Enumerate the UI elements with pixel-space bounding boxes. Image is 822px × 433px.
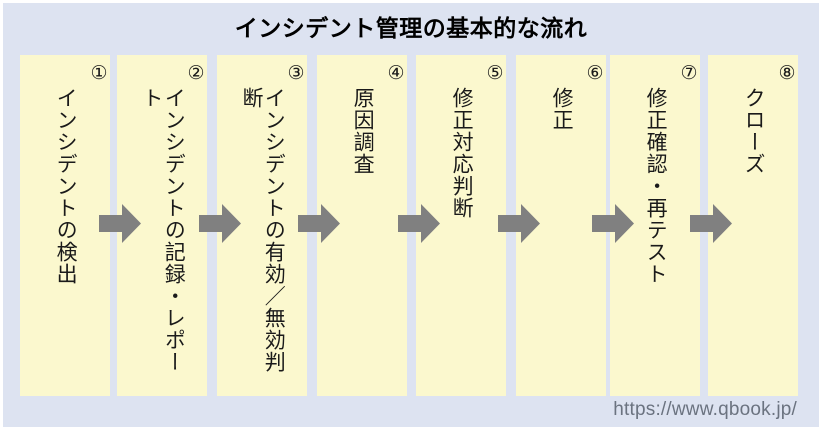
- step-label-1: インシデントの検出: [54, 87, 78, 285]
- steps-container: ① インシデントの検出 ② インシデントの記録・レポート ③ インシデントの有効…: [20, 55, 804, 396]
- step-label-4: 原因調査: [351, 87, 375, 175]
- step-label-wrap-1: インシデントの検出: [20, 87, 110, 387]
- step-label-5: 修正対応判断: [450, 87, 474, 219]
- step-label-wrap-5: 修正対応判断: [416, 87, 506, 387]
- step-label-6: 修正: [550, 87, 574, 131]
- step-label-wrap-8: クローズ: [708, 87, 798, 387]
- step-box-1[interactable]: ① インシデントの検出: [20, 55, 110, 396]
- step-label-7: 修正確認・再テスト: [644, 87, 668, 285]
- arrow-right-icon-1: [99, 204, 141, 243]
- arrow-right-icon-5: [498, 204, 540, 243]
- step-number-1: ①: [88, 62, 109, 84]
- step-label-2: インシデントの記録・レポート: [140, 87, 186, 373]
- step-label-wrap-4: 原因調査: [317, 87, 407, 387]
- arrow-right-icon-7: [690, 204, 732, 243]
- step-number-6: ⑥: [584, 62, 605, 84]
- step-number-3: ③: [285, 62, 306, 84]
- step-number-2: ②: [185, 62, 206, 84]
- flow-diagram: インシデント管理の基本的な流れ ① インシデントの検出 ② インシデントの記録・…: [3, 3, 819, 427]
- source-url: https://www.qbook.jp/: [613, 399, 797, 420]
- step-number-7: ⑦: [678, 62, 699, 84]
- step-label-3: インシデントの有効／無効判断: [240, 87, 286, 373]
- step-label-wrap-6: 修正: [516, 87, 606, 387]
- arrow-right-icon-2: [199, 204, 241, 243]
- arrow-right-icon-4: [398, 204, 440, 243]
- arrow-right-icon-3: [298, 204, 340, 243]
- step-label-wrap-3: インシデントの有効／無効判断: [217, 87, 307, 387]
- step-label-wrap-2: インシデントの記録・レポート: [117, 87, 207, 387]
- page-title: インシデント管理の基本的な流れ: [234, 15, 588, 41]
- step-label-8: クローズ: [742, 87, 766, 175]
- step-label-wrap-7: 修正確認・再テスト: [610, 87, 700, 387]
- step-number-8: ⑧: [776, 62, 797, 84]
- step-number-4: ④: [385, 62, 406, 84]
- step-number-5: ⑤: [484, 62, 505, 84]
- arrow-right-icon-6: [592, 204, 634, 243]
